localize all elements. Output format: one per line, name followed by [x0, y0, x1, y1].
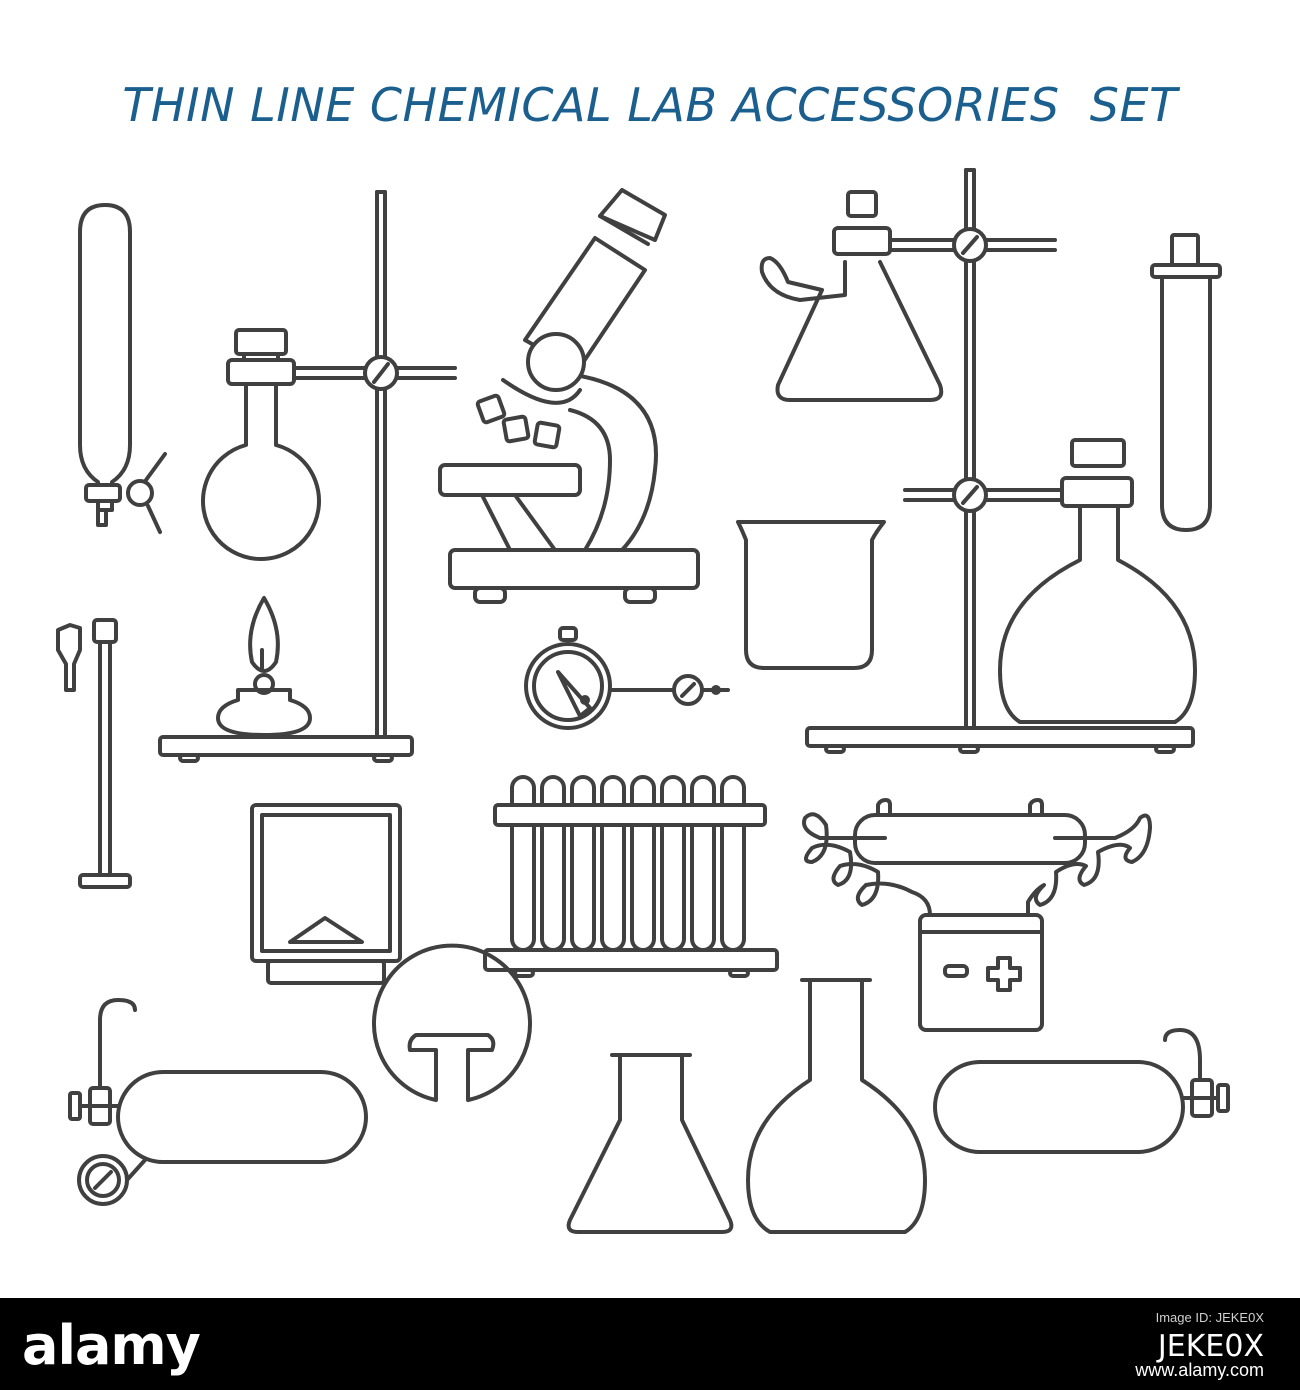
- test-tube-icon: [1150, 233, 1222, 532]
- flat-bottom-flask-icon: [998, 438, 1197, 724]
- page-title: THIN LINE CHEMICAL LAB ACCESSORIES SET: [122, 78, 1178, 132]
- beaker-icon: [736, 520, 886, 670]
- erlenmeyer-flask-icon: [566, 1053, 734, 1234]
- alamy-logo: alamy: [22, 1314, 201, 1377]
- test-tubes: [510, 775, 746, 952]
- discharge-tube-battery-icon: [802, 798, 1152, 1032]
- gas-cylinder-icon: [68, 998, 368, 1206]
- retort-stand-round-flask-icon: [158, 190, 457, 763]
- pressure-gauge-icon: [524, 626, 730, 730]
- furnace-icon: [250, 803, 402, 985]
- test-tube-rack-icon: [483, 775, 779, 978]
- filter-flask-stand-icon: [759, 168, 1195, 754]
- round-flask-icon: [372, 943, 532, 1102]
- gas-burette-icon: [78, 203, 167, 534]
- microscope-icon: [438, 188, 700, 604]
- water-tap-icon: [56, 618, 132, 889]
- image-id-label: Image ID: JEKE0X: [1155, 1310, 1264, 1325]
- image-id-value: JEKE0X: [1157, 1329, 1264, 1364]
- image-id-block: Image ID: JEKE0X JEKE0X: [1156, 1310, 1264, 1364]
- gas-cylinder-icon: [933, 1028, 1230, 1154]
- spirit-burner-icon: [216, 596, 312, 737]
- footer-url[interactable]: www.alamy.com: [1135, 1360, 1264, 1380]
- footer-bar: alamy Image ID: JEKE0X JEKE0X www.alamy.…: [0, 1298, 1300, 1390]
- volumetric-flask-icon: [746, 978, 927, 1234]
- lab-illustration: [56, 168, 1230, 1234]
